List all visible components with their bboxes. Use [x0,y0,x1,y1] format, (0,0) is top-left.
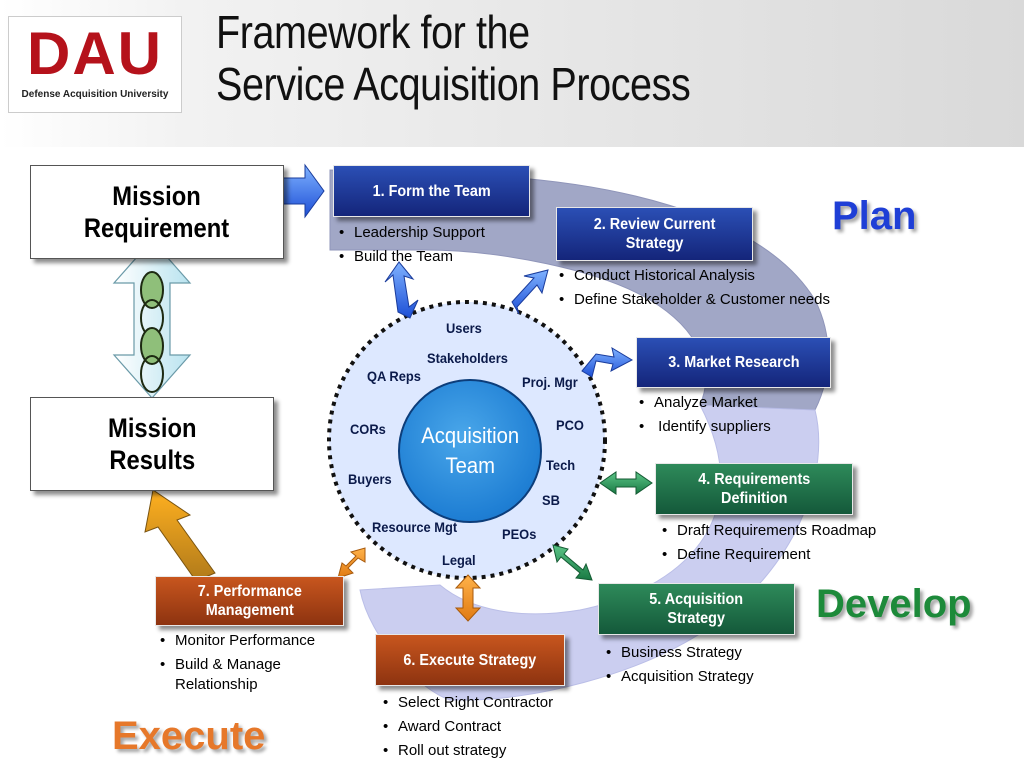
list-item: Draft Requirements Roadmap [659,519,876,543]
chain-double-arrow [112,239,192,399]
list-item: Analyze Market [636,391,771,415]
list-item: Build & Manage Relationship [157,655,315,695]
list-item: Define Requirement [659,543,876,567]
list-item: Award Contract [380,715,553,739]
dau-logo: DAU Defense Acquisition University [8,16,182,113]
list-item: Identify suppliers [636,415,771,439]
step-3-bullets: Analyze Market Identify suppliers [636,391,771,439]
acquisition-team-label: Acquisition Team [421,423,519,478]
logo-subtitle: Defense Acquisition University [21,89,169,100]
step-4-bullets: Draft Requirements Roadmap Define Requir… [659,519,876,567]
list-item: Select Right Contractor [380,691,553,715]
list-item: Define Stakeholder & Customer needs [556,288,830,312]
mission-results-label: Mission Results [107,413,197,475]
step-2-review-current-strategy: 2. Review Current Strategy [556,207,753,261]
step-1-bullets: Leadership Support Build the Team [336,221,485,269]
step-1-form-the-team: 1. Form the Team [333,165,530,217]
team-member-label: PCO [556,417,584,433]
connector-step2 [511,269,549,315]
step-6-execute-strategy: 6. Execute Strategy [375,634,565,686]
connector-step5 [552,544,593,581]
acquisition-team-core: Acquisition Team [398,379,542,523]
logo-mark: DAU [27,20,163,87]
list-item: Roll out strategy [380,739,553,763]
chain-link [140,327,164,365]
team-member-label: Proj. Mgr [522,374,578,390]
chain-link [140,271,164,309]
connector-step4 [599,471,653,495]
step-5-bullets: Business Strategy Acquisition Strategy [603,641,754,689]
arrow-to-results [144,489,216,582]
connector-step6 [454,574,482,622]
connector-step7 [337,547,366,579]
team-member-label: SB [542,492,560,508]
list-item: Acquisition Strategy [603,665,754,689]
page-title: Framework for the Service Acquisition Pr… [216,6,691,110]
mission-requirement-box: Mission Requirement [30,165,284,259]
phase-label-plan: Plan [832,194,917,238]
list-item: Business Strategy [603,641,754,665]
step-7-bullets: Monitor Performance Build & Manage Relat… [157,631,315,695]
team-member-label: Legal [442,552,476,568]
team-member-label: Buyers [348,471,392,487]
phase-label-develop: Develop [816,582,972,626]
list-item: Monitor Performance [157,631,315,651]
list-item: Conduct Historical Analysis [556,264,830,288]
step-5-acquisition-strategy: 5. Acquisition Strategy [598,583,795,635]
connector-step3 [581,346,634,378]
team-member-label: QA Reps [367,368,421,384]
mission-requirement-label: Mission Requirement [84,181,230,243]
chain-link [140,355,164,393]
list-item: Build the Team [336,245,485,269]
step-2-bullets: Conduct Historical Analysis Define Stake… [556,264,830,312]
title-line-1: Framework for the [216,6,530,58]
mission-results-box: Mission Results [30,397,274,491]
team-member-label: PEOs [502,526,537,542]
team-member-label: Tech [546,457,576,473]
list-item: Leadership Support [336,221,485,245]
step-7-performance-management: 7. Performance Management [155,576,344,626]
step-4-requirements-definition: 4. Requirements Definition [655,463,853,515]
team-member-label: Users [446,320,482,336]
step-6-bullets: Select Right Contractor Award Contract R… [380,691,553,763]
title-line-2: Service Acquisition Process [216,58,691,110]
team-member-label: Resource Mgt [372,519,458,535]
phase-label-execute: Execute [112,714,266,758]
connector-step1 [384,261,419,319]
team-member-label: Stakeholders [427,350,508,366]
step-3-market-research: 3. Market Research [636,337,831,388]
team-member-label: CORs [350,421,386,437]
